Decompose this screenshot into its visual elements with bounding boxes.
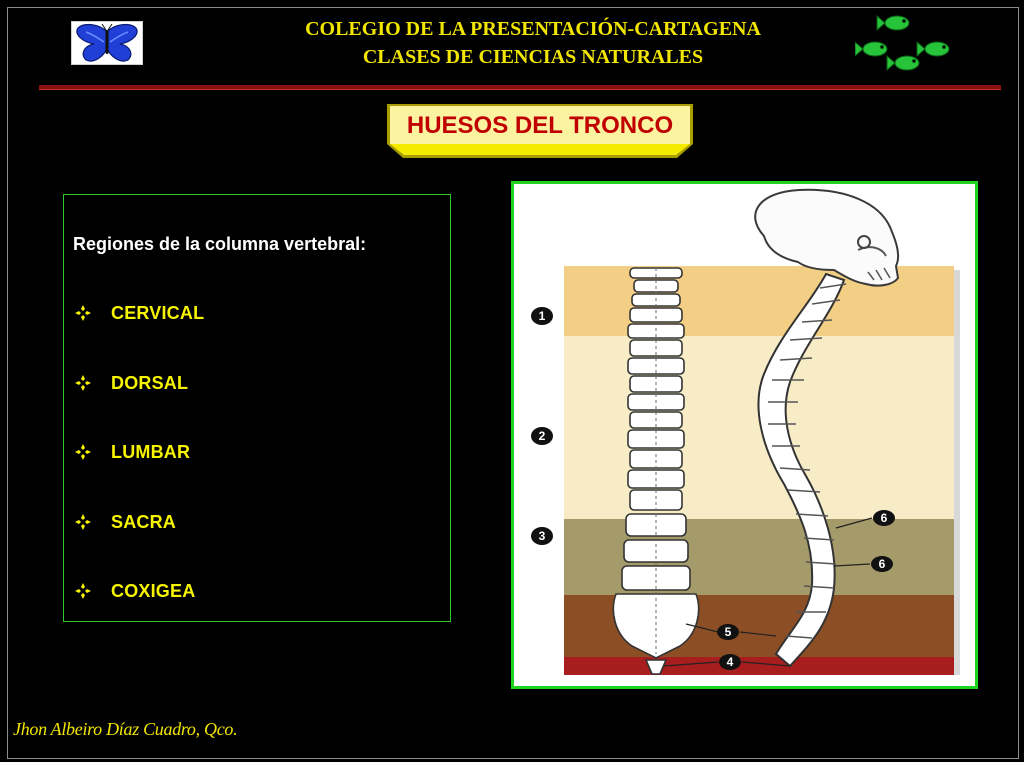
fish-decoration	[854, 9, 965, 77]
topic-title-box: HUESOS DEL TRONCO	[387, 104, 693, 160]
region-label: COXIGEA	[111, 580, 196, 601]
regions-heading: Regiones de la columna vertebral:	[73, 234, 367, 254]
spine-illustration: 1 2 3 4 5 6 6	[514, 184, 975, 686]
header-divider	[39, 85, 1001, 90]
school-name: COLEGIO DE LA PRESENTACIÓN-CARTAGENA	[305, 18, 761, 40]
list-item: SACRA	[75, 510, 176, 534]
region-label: CERVICAL	[111, 302, 205, 323]
region-label: LUMBAR	[111, 441, 191, 462]
marker-3: 3	[539, 529, 546, 543]
list-item: CERVICAL	[75, 301, 204, 325]
list-item: DORSAL	[75, 371, 188, 395]
marker-1: 1	[539, 309, 546, 323]
region-label: SACRA	[111, 511, 177, 532]
author-credit: Jhon Albeiro Díaz Cuadro, Qco.	[13, 719, 238, 739]
region-label: DORSAL	[111, 372, 189, 393]
region-markers: 1 2 3 4 5 6 6	[531, 307, 895, 670]
content-panel	[63, 194, 451, 622]
butterfly-icon	[72, 22, 142, 64]
marker-4: 4	[727, 655, 734, 669]
list-item: LUMBAR	[75, 440, 190, 464]
slide-frame	[7, 7, 1019, 759]
bottom-edge	[0, 762, 1024, 768]
diamond-bullet-icon	[75, 444, 91, 460]
diamond-bullet-icon	[75, 583, 91, 599]
header-title: COLEGIO DE LA PRESENTACIÓN-CARTAGENA CLA…	[203, 15, 863, 71]
list-item: COXIGEA	[75, 579, 195, 603]
marker-2: 2	[539, 429, 546, 443]
diamond-bullet-icon	[75, 305, 91, 321]
topic-title: HUESOS DEL TRONCO	[406, 112, 674, 139]
diamond-bullet-icon	[75, 375, 91, 391]
spine-diagram: 1 2 3 4 5 6 6	[511, 181, 978, 689]
marker-6-lower: 6	[879, 557, 886, 571]
diamond-bullet-icon	[75, 514, 91, 530]
class-name: CLASES DE CIENCIAS NATURALES	[362, 46, 704, 68]
fish-icon	[854, 14, 950, 72]
marker-6-upper: 6	[881, 511, 888, 525]
marker-5: 5	[725, 625, 732, 639]
logo	[71, 21, 143, 65]
